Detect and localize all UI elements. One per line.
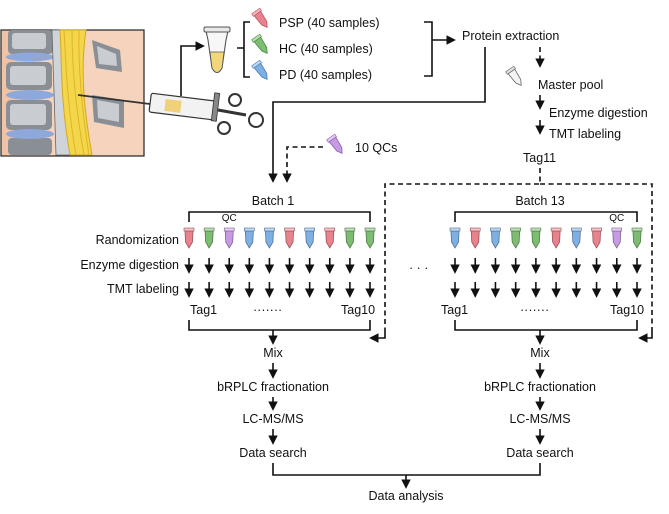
tag11-label: Tag11 <box>523 151 556 165</box>
syringe-icon <box>77 92 264 135</box>
batch-top-bracket <box>454 211 638 222</box>
pipeline-step-label: Mix <box>530 346 550 360</box>
tmt-row-label: TMT labeling <box>107 282 179 296</box>
sample-tube-icon <box>550 227 562 249</box>
sample-tube-icon <box>611 227 623 249</box>
hc-tube-icon <box>251 33 268 55</box>
sample-tube-icon <box>203 227 215 249</box>
groups-left-brace <box>237 21 250 78</box>
sample-tube-icon <box>284 227 295 249</box>
hc-label: HC (40 samples) <box>279 42 373 56</box>
sample-tube-icon <box>324 227 336 249</box>
sample-tube-icon <box>631 227 643 249</box>
tag11-left-line <box>384 168 541 330</box>
batch-bottom-bracket <box>188 320 371 331</box>
sample-tube-icon <box>510 227 521 249</box>
batch-title: Batch 1 <box>252 194 294 208</box>
sample-tube-icon <box>244 227 255 249</box>
syringe-to-tube-arrow <box>180 41 205 96</box>
pd-label: PD (40 samples) <box>279 68 372 82</box>
group-list: PSP (40 samples) HC (40 samples) PD (40 … <box>251 7 380 82</box>
batch-bottom-bracket <box>454 320 638 331</box>
master-pool-label: Master pool <box>538 78 603 92</box>
pipeline-step-label: LC-MS/MS <box>242 412 303 426</box>
tag-ellipsis: ······· <box>253 303 282 317</box>
sample-tube-icon <box>571 227 582 249</box>
lumbar-puncture-illustration <box>0 29 145 157</box>
pipeline-step-label: Data search <box>239 446 306 460</box>
sample-tube-icon <box>530 227 542 249</box>
tag11-right-line <box>540 183 653 330</box>
between-batches-dots: · · · <box>409 261 428 275</box>
protein-extraction-label: Protein extraction <box>462 29 559 43</box>
group-hc: HC (40 samples) <box>251 33 373 56</box>
extraction-to-batch1-arrow <box>268 47 486 183</box>
enzyme-row-label: Enzyme digestion <box>80 258 179 272</box>
pipeline-step-label: LC-MS/MS <box>509 412 570 426</box>
sample-tube-icon <box>183 227 195 249</box>
qcs-label: 10 QCs <box>355 141 397 155</box>
tag-first-label: Tag1 <box>441 303 468 317</box>
sample-tube-icon <box>223 227 235 249</box>
tag11-to-batch13-arrowhead <box>638 330 653 343</box>
batch-13: Batch 13 QC Tag1 ······· Tag10 <box>441 194 644 331</box>
pipeline-step-label: Mix <box>263 346 283 360</box>
pd-tube-icon <box>251 59 268 81</box>
converge-line <box>272 463 541 476</box>
sample-tube-icon <box>490 227 501 249</box>
sample-tube-icon <box>304 227 315 249</box>
master-tmt-label: TMT labeling <box>549 127 621 141</box>
qc-to-batch1-line <box>286 146 323 175</box>
tag-last-label: Tag10 <box>610 303 644 317</box>
tag-first-label: Tag1 <box>190 303 217 317</box>
pipeline-step-label: bRPLC fractionation <box>484 380 596 394</box>
sample-tube-icon <box>364 227 376 249</box>
group-pd: PD (40 samples) <box>251 59 372 82</box>
tag11-to-batch1-arrowhead <box>369 330 386 343</box>
batch-title: Batch 13 <box>515 194 564 208</box>
csf-tube-icon <box>203 26 231 74</box>
group-psp: PSP (40 samples) <box>251 7 380 30</box>
groups-right-brace <box>424 21 454 77</box>
pipeline-step-label: Data search <box>506 446 573 460</box>
sample-tube-icon <box>591 227 602 249</box>
pipeline-step-label: bRPLC fractionation <box>217 380 329 394</box>
master-enzyme-label: Enzyme digestion <box>549 106 648 120</box>
sample-tube-icon <box>449 227 461 249</box>
qc-tube-icon <box>326 133 343 155</box>
sample-tube-icon <box>469 227 481 249</box>
qc-marker-label: QC <box>222 213 237 224</box>
sample-tube-icon <box>344 227 356 249</box>
batch-top-bracket <box>188 211 371 222</box>
qc-marker-label: QC <box>609 213 624 224</box>
psp-tube-icon <box>251 7 268 29</box>
tag-last-label: Tag10 <box>341 303 375 317</box>
sample-tube-icon <box>264 227 275 249</box>
tag-ellipsis: ······· <box>520 303 549 317</box>
data-analysis-label: Data analysis <box>368 489 443 503</box>
randomization-label: Randomization <box>96 233 179 247</box>
batch-1: Batch 1 QC Tag1 ······· Tag10 <box>183 194 376 331</box>
psp-label: PSP (40 samples) <box>279 16 380 30</box>
master-pool-tube-icon <box>505 65 522 87</box>
